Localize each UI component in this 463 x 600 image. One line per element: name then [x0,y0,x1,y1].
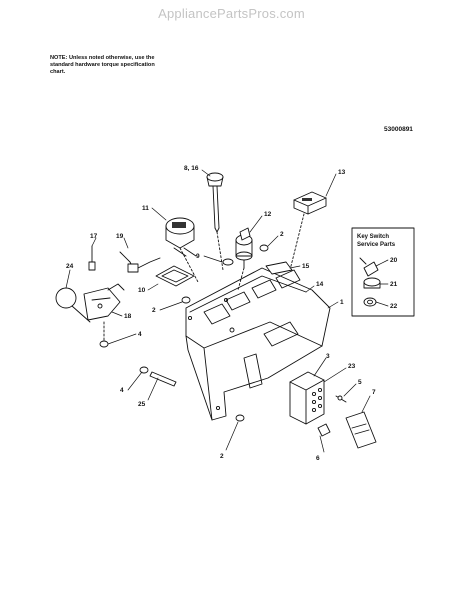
callout-11: 11 [142,205,149,212]
key-switch-12 [235,227,253,291]
bracket-15 [265,261,293,275]
callout-4b: 4 [120,387,124,394]
nut-2a [259,244,269,252]
screw-2c [235,414,245,422]
hour-meter-11 [165,217,199,283]
callout-7: 7 [372,389,376,396]
screw-2b [181,296,191,304]
fuse-6 [317,423,331,437]
lever-24 [55,283,125,323]
torque-note: NOTE: Unless noted otherwise, use the st… [50,55,155,76]
callout-25: 25 [138,401,146,408]
callout-8-16: 8, 16 [184,165,199,172]
callout-4a: 4 [138,331,142,338]
callout-5: 5 [358,379,362,386]
nut-4a [99,340,109,348]
callout-15: 15 [302,263,310,270]
key-switch-box-title-2: Service Parts [357,242,396,248]
callout-18: 18 [124,313,132,320]
leader-lines [65,169,389,453]
pin-25 [149,371,177,387]
callout-24: 24 [66,263,74,270]
callout-labels: 8, 16 13 11 12 17 19 2 9 15 24 10 14 2 1… [66,165,398,462]
callout-2a: 2 [280,231,284,238]
key-switch-box-title-1: Key Switch [357,234,389,240]
callout-17: 17 [90,233,98,240]
callout-13: 13 [338,169,346,176]
callout-23: 23 [348,363,356,370]
fuse-block-7 [345,411,377,449]
callout-22: 22 [390,303,398,310]
bolt-17 [88,245,96,271]
nut-4b [139,366,149,374]
key-switch-service-box [351,227,415,317]
callout-14: 14 [316,281,324,288]
callout-1: 1 [340,299,344,306]
callout-2b: 2 [152,307,156,314]
callout-20: 20 [390,257,398,264]
callout-3: 3 [326,353,330,360]
document-number: 53000891 [384,126,413,133]
callout-10: 10 [138,287,146,294]
bezel-10 [155,265,195,287]
watermark: AppliancePartsPros.com [158,6,305,21]
harness-19 [119,251,161,273]
throttle-knob [206,172,224,271]
callout-2c: 2 [220,453,224,460]
dash-panel [185,267,331,421]
callout-9: 9 [196,253,200,260]
callout-6: 6 [316,455,320,462]
callout-19: 19 [116,233,124,240]
washer-9 [222,258,234,266]
callout-21: 21 [390,281,398,288]
callout-12: 12 [264,211,272,218]
connector-23 [289,371,325,425]
switch-13 [289,191,327,271]
